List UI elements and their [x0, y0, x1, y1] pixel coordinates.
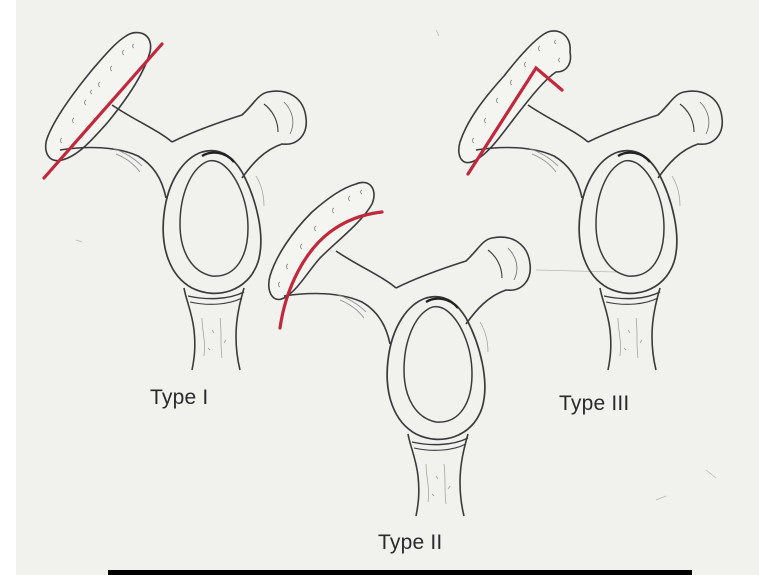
- acromion-type-1: [46, 33, 151, 161]
- scapula-type-3: [459, 31, 722, 370]
- slide-scratches: [76, 30, 716, 500]
- slide-bottom-bar: [108, 570, 692, 575]
- scapula-type-1: [44, 33, 306, 370]
- label-type-3: Type III: [559, 392, 629, 416]
- acromion-type-3: [459, 31, 571, 163]
- slide: Type I Type II Type III: [16, 0, 759, 575]
- label-type-2: Type II: [378, 531, 442, 555]
- diagram-canvas: [16, 0, 759, 575]
- scapula-type-2: [269, 182, 530, 516]
- label-type-1: Type I: [150, 386, 208, 410]
